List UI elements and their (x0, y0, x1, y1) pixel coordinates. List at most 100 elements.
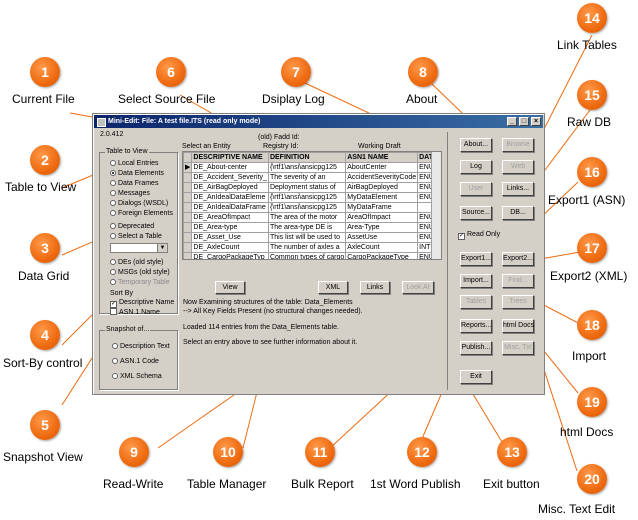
db-button[interactable]: DB... (502, 206, 534, 220)
grid-cell[interactable]: Deployment status of (267, 182, 347, 193)
html-docs-button[interactable]: html Docs (502, 319, 534, 333)
grid-cell[interactable]: The severity of an (267, 172, 347, 183)
option-deprecated[interactable]: Deprecated (110, 223, 154, 230)
snapshot-xml-schema[interactable]: XML Schema (112, 373, 162, 380)
find-button[interactable]: Find... (502, 274, 534, 288)
look-at-button[interactable]: Look At (402, 281, 434, 294)
row-selector[interactable] (183, 182, 193, 193)
grid-cell[interactable]: MyDataFrame (345, 202, 419, 213)
browse-button[interactable]: Browse (502, 138, 534, 152)
column-header-descriptive-name[interactable]: DESCRIPTIVE NAME (191, 152, 269, 163)
misc-txt-button[interactable]: Misc. Txt (502, 341, 534, 355)
about-button[interactable]: About... (460, 138, 492, 152)
grid-cell[interactable]: Area-Type (345, 222, 419, 233)
grid-cell[interactable]: AboutCenter (345, 162, 419, 173)
source-button[interactable]: Source... (460, 206, 492, 220)
row-selector[interactable] (183, 222, 193, 233)
snapshot-asn1-code[interactable]: ASN.1 Code (112, 358, 159, 365)
option-foreign-elements[interactable]: Foreign Elements (110, 210, 173, 217)
reports-button[interactable]: Reports... (460, 319, 492, 333)
grid-cell[interactable]: The number of axles a (267, 242, 347, 253)
grid-cell[interactable]: DE_Area-type (191, 222, 269, 233)
web-button[interactable]: Web (502, 160, 534, 174)
column-header-asn1-name[interactable]: ASN1 NAME (345, 152, 419, 163)
trees-button[interactable]: Trees (502, 295, 534, 309)
column-header-definition[interactable]: DEFINITION (267, 152, 347, 163)
row-selector[interactable] (183, 202, 193, 213)
export1-button[interactable]: Export1... (460, 252, 492, 266)
grid-cell[interactable]: DE_About-center (191, 162, 269, 173)
links-side-button[interactable]: Links... (502, 182, 534, 196)
grid-cell[interactable]: This list will be used to (267, 232, 347, 243)
grid-cell[interactable]: AxleCount (345, 242, 419, 253)
grid-cell[interactable]: DE_AirBagDeployed (191, 182, 269, 193)
grid-cell[interactable]: AccidentSeverityCode (345, 172, 419, 183)
close-icon[interactable]: × (531, 117, 541, 126)
grid-cell[interactable]: DE_AnIdealDataEleme (191, 192, 269, 203)
data-grid[interactable]: DESCRIPTIVE NAME DEFINITION ASN1 NAME DA… (182, 151, 442, 260)
option-data-frames[interactable]: Data Frames (110, 180, 158, 187)
option-dialogs[interactable]: Dialogs (WSDL) (110, 200, 168, 207)
grid-cell[interactable]: {\rtf1\ansi\ansicpg125 (267, 162, 347, 173)
grid-cell[interactable]: AirBagDeployed (345, 182, 419, 193)
grid-cell[interactable]: DE_CargoPackageTyp (191, 252, 269, 259)
grid-cell[interactable]: The area of the motor (267, 212, 347, 223)
row-selector[interactable] (183, 212, 193, 223)
grid-cell[interactable]: DE_Asset_Use (191, 232, 269, 243)
grid-cell[interactable]: AreaOfImpact (345, 212, 419, 223)
row-selector[interactable] (183, 242, 193, 253)
exit-button[interactable]: Exit (460, 370, 492, 384)
row-selector[interactable] (183, 172, 193, 183)
grid-cell[interactable]: DE_AnIdealDataFrame (191, 202, 269, 213)
table-row[interactable]: DE_AnIdealDataEleme{\rtf1\ansi\ansicpg12… (183, 192, 441, 203)
option-data-elements[interactable]: Data Elements (110, 170, 164, 177)
grid-cell[interactable]: {\rtf1\ansi\ansicpg125 (267, 202, 347, 213)
grid-cell[interactable]: CargoPackageType (345, 252, 419, 259)
window-title-bar[interactable]: Mini-Edit: File: A test file.ITS (read o… (94, 115, 543, 128)
row-selector[interactable] (183, 232, 193, 243)
sort-descriptive-name[interactable]: ✓Descriptive Name (110, 299, 175, 308)
grid-cell[interactable]: ENUME (417, 252, 441, 259)
option-local-entries[interactable]: Local Entries (110, 160, 158, 167)
grid-cell[interactable]: The area-type DE is (267, 222, 347, 233)
log-button[interactable]: Log (460, 160, 492, 174)
xml-button[interactable]: XML (318, 281, 348, 294)
grid-cell[interactable]: MyDataElement (345, 192, 419, 203)
user-button[interactable]: User (460, 182, 492, 196)
import-button[interactable]: Import... (460, 274, 492, 288)
option-select-table[interactable]: Select a Table (110, 233, 162, 240)
table-select-dropdown[interactable]: ▼ (110, 243, 168, 253)
snapshot-description-text[interactable]: Description Text (112, 343, 170, 350)
export2-button[interactable]: Export2... (502, 252, 534, 266)
row-selector[interactable] (183, 192, 193, 203)
view-button[interactable]: View (215, 281, 245, 294)
grid-cell[interactable]: DE_AxleCount (191, 242, 269, 253)
grid-cell[interactable]: DE_Accident_Severity_ (191, 172, 269, 183)
grid-cell[interactable]: DE_AreaOfImpact (191, 212, 269, 223)
maximize-icon[interactable]: □ (519, 117, 529, 126)
grid-cell[interactable]: Common types of cargo (267, 252, 347, 259)
option-msgs-old-style[interactable]: MSGs (old style) (110, 269, 170, 276)
option-messages[interactable]: Messages (110, 190, 150, 197)
row-selector-arrow-icon[interactable]: ▶ (183, 162, 193, 173)
option-des-old-style[interactable]: DEs (old style) (110, 259, 164, 266)
publish-button[interactable]: Publish... (460, 341, 492, 355)
row-selector[interactable] (183, 252, 193, 259)
grid-cell[interactable]: AssetUse (345, 232, 419, 243)
sort-asn1-name[interactable]: ASN.1 Name (110, 308, 160, 316)
tables-button[interactable]: Tables (460, 295, 492, 309)
grid-vertical-scrollbar[interactable] (431, 152, 441, 259)
option-temporary-table[interactable]: Temporary Table (110, 279, 170, 286)
links-button[interactable]: Links (360, 281, 390, 294)
table-row[interactable]: DE_AnIdealDataFrame{\rtf1\ansi\ansicpg12… (183, 202, 441, 213)
minimize-icon[interactable]: _ (507, 117, 517, 126)
grid-cell[interactable]: {\rtf1\ansi\ansicpg125 (267, 192, 347, 203)
